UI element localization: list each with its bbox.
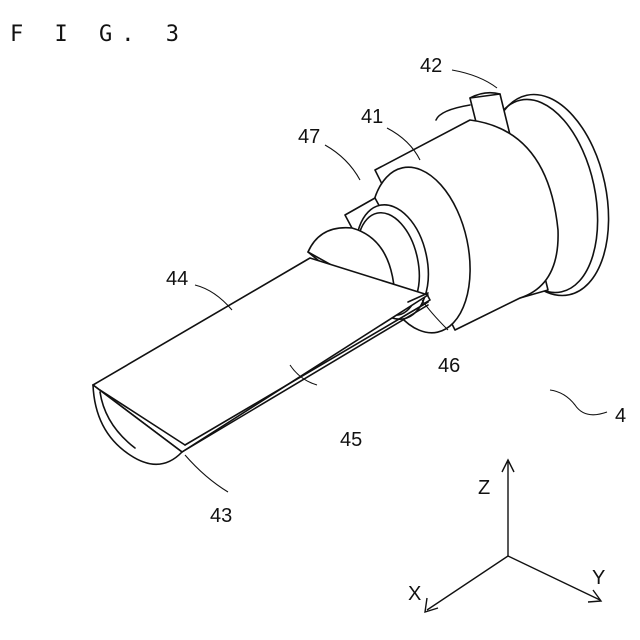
ref-43: 43: [210, 505, 232, 527]
axis-label-x: X: [408, 583, 421, 605]
axis-label-z: Z: [478, 477, 490, 499]
ref-42: 42: [420, 55, 442, 77]
axis-label-y: Y: [592, 567, 605, 589]
coordinate-axes: [425, 460, 601, 612]
ref-47: 47: [298, 126, 320, 148]
ref-4: 4: [615, 405, 626, 427]
ref-44: 44: [166, 268, 188, 290]
ref-46: 46: [438, 355, 460, 377]
ref-45: 45: [340, 429, 362, 451]
ref-41: 41: [361, 106, 383, 128]
